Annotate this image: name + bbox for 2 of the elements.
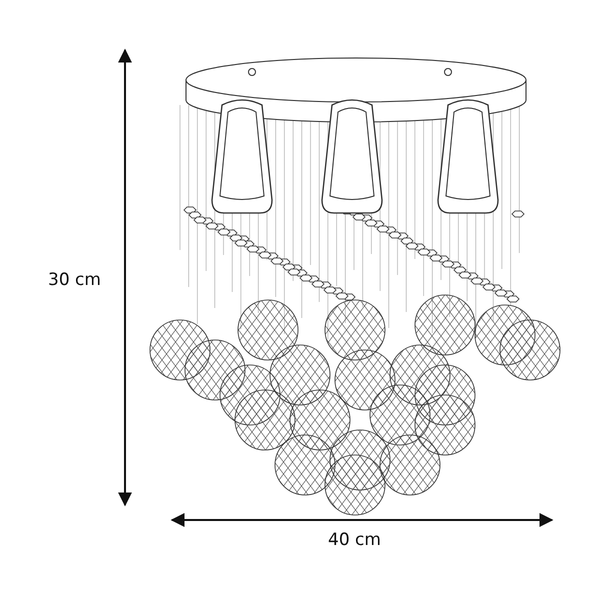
dimension-label: 40 cm: [328, 530, 381, 550]
dimension-label: 30 cm: [48, 270, 101, 290]
